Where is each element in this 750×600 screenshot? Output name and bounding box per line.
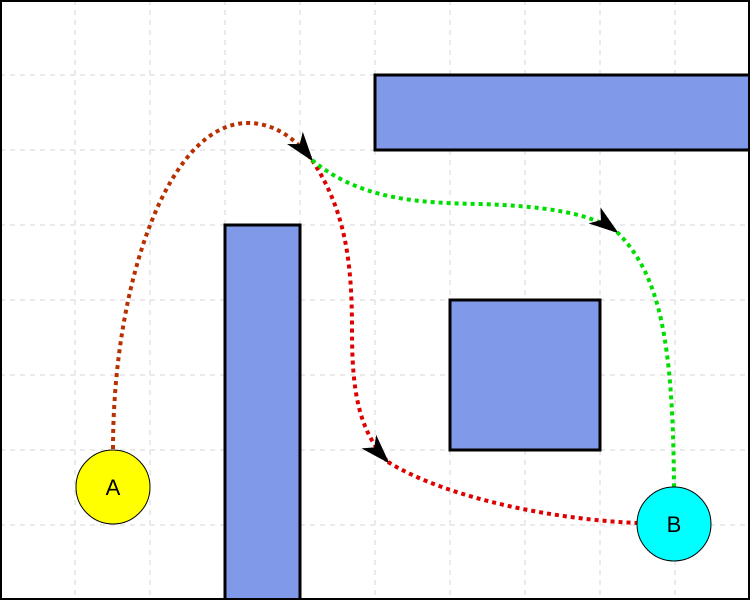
path-red-ascent xyxy=(111,120,314,450)
node-b-circle xyxy=(636,486,712,562)
obstacle-vertical-bar xyxy=(223,223,302,600)
path-red xyxy=(111,120,639,525)
path-green-upper xyxy=(310,158,619,234)
path-green xyxy=(310,158,676,489)
node-b: B xyxy=(636,486,712,562)
path-green-descent xyxy=(615,230,676,489)
path-red-descent xyxy=(310,158,390,464)
node-b-label: B xyxy=(667,512,682,537)
node-a-circle xyxy=(75,449,151,525)
obstacle-center-square xyxy=(448,298,602,452)
node-a-label: A xyxy=(106,475,121,500)
obstacles xyxy=(223,73,750,600)
obstacle-top-wall xyxy=(373,73,750,152)
node-a: A xyxy=(75,449,151,525)
